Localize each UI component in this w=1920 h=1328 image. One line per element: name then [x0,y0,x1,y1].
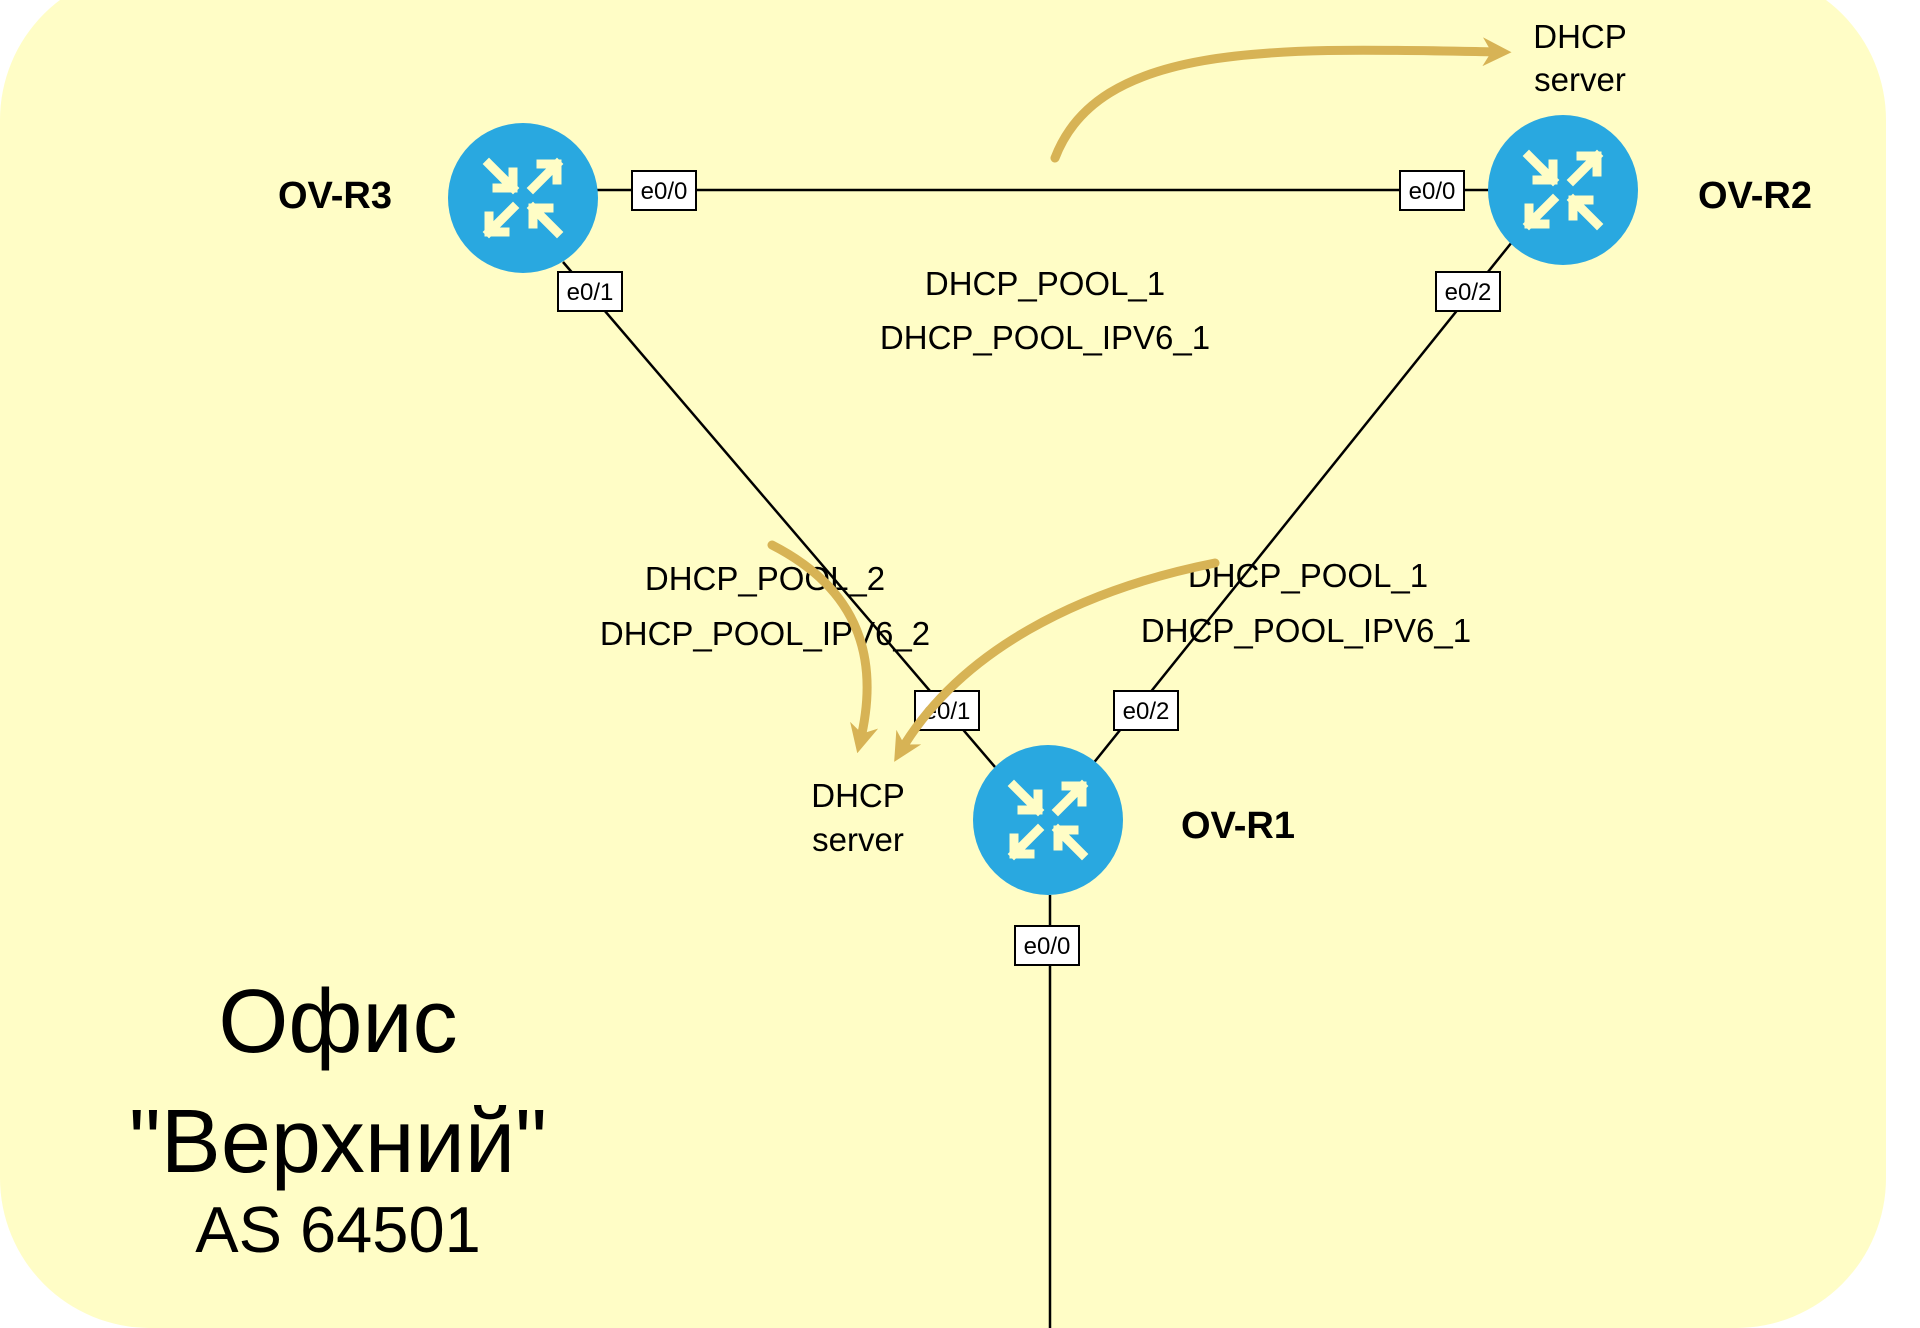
dhcp-flow-arrows [767,37,1512,762]
port-r1-e00[interactable]: e0/0 [1014,925,1080,966]
router-ov-r3[interactable] [448,123,598,273]
router-ov-r1[interactable] [973,745,1123,895]
router-icon [973,745,1123,895]
link-r3-r1[interactable] [562,261,996,768]
port-r3-e00[interactable]: e0/0 [631,170,697,211]
port-r2-e02[interactable]: e0/2 [1435,271,1501,312]
dhcp-server-label: server [812,821,904,858]
router-icon [1488,115,1638,265]
dhcp-server-label: server [1534,61,1626,98]
port-r1-e02[interactable]: e0/2 [1113,690,1179,731]
router-label-ov-r1: OV-R1 [1181,805,1295,847]
dhcp-server-label: DHCP [811,777,905,814]
port-label: e0/1 [567,279,614,306]
port-label: e0/2 [1445,279,1492,306]
office-as-number: AS 64501 [195,1193,481,1266]
office-name: Офис [218,972,457,1072]
port-r2-e00[interactable]: e0/0 [1399,170,1465,211]
port-label: e0/2 [1123,698,1170,725]
link-pool-label: DHCP_POOL_1 [925,265,1165,302]
link-pool-ipv6-label: DHCP_POOL_IPV6_1 [1141,612,1471,649]
port-r3-e01[interactable]: e0/1 [557,271,623,312]
port-label: e0/0 [641,178,688,205]
link-pool-label: DHCP_POOL_1 [1188,557,1428,594]
dhcp-flow-arrow-r2 [1050,37,1512,163]
dhcp-flow-arrow-r3-r1 [767,540,879,754]
dhcp-server-label: DHCP [1533,18,1627,55]
link-pool-ipv6-label: DHCP_POOL_IPV6_1 [880,319,1210,356]
port-label: e0/0 [1024,933,1071,960]
router-label-ov-r2: OV-R2 [1698,175,1812,217]
office-name-quoted: "Верхний" [129,1092,547,1192]
router-ov-r2[interactable] [1488,115,1638,265]
dhcp-flow-arrow-r2-r1 [894,558,1220,762]
router-label-ov-r3: OV-R3 [278,175,392,217]
link-pool-label: DHCP_POOL_2 [645,560,885,597]
link-r2-r1[interactable] [1091,241,1513,766]
router-icon [448,123,598,273]
link-pool-ipv6-label: DHCP_POOL_IPV6_2 [600,615,930,652]
port-label: e0/0 [1409,178,1456,205]
